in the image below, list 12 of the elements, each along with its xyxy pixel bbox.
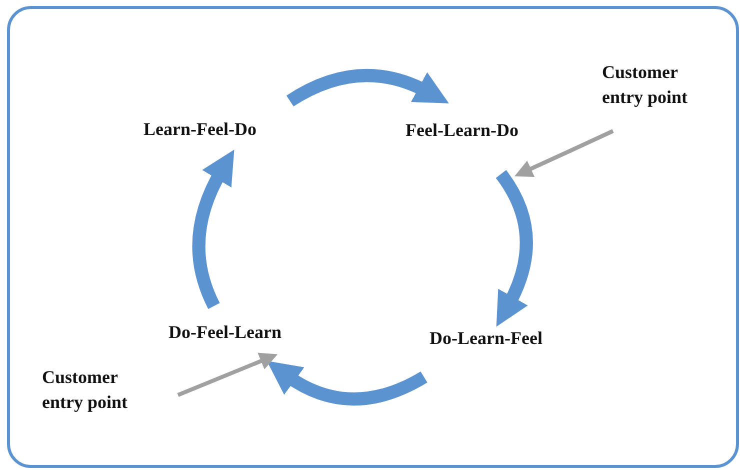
arrow (177, 352, 278, 397)
node-label: Do-Learn-Feel (428, 327, 544, 350)
node-label: Do-Feel-Learn (168, 321, 282, 344)
node-label: Feel-Learn-Do (404, 119, 520, 142)
cycle-arrow (286, 69, 450, 107)
arrow (514, 129, 614, 177)
cycle-arrow (266, 362, 428, 406)
node-label: Customer entry point (42, 366, 128, 414)
node-label: Customer entry point (602, 61, 688, 110)
cycle-arrow (192, 149, 234, 309)
cycle-arrow (496, 170, 533, 328)
node-label: Learn-Feel-Do (142, 118, 258, 141)
